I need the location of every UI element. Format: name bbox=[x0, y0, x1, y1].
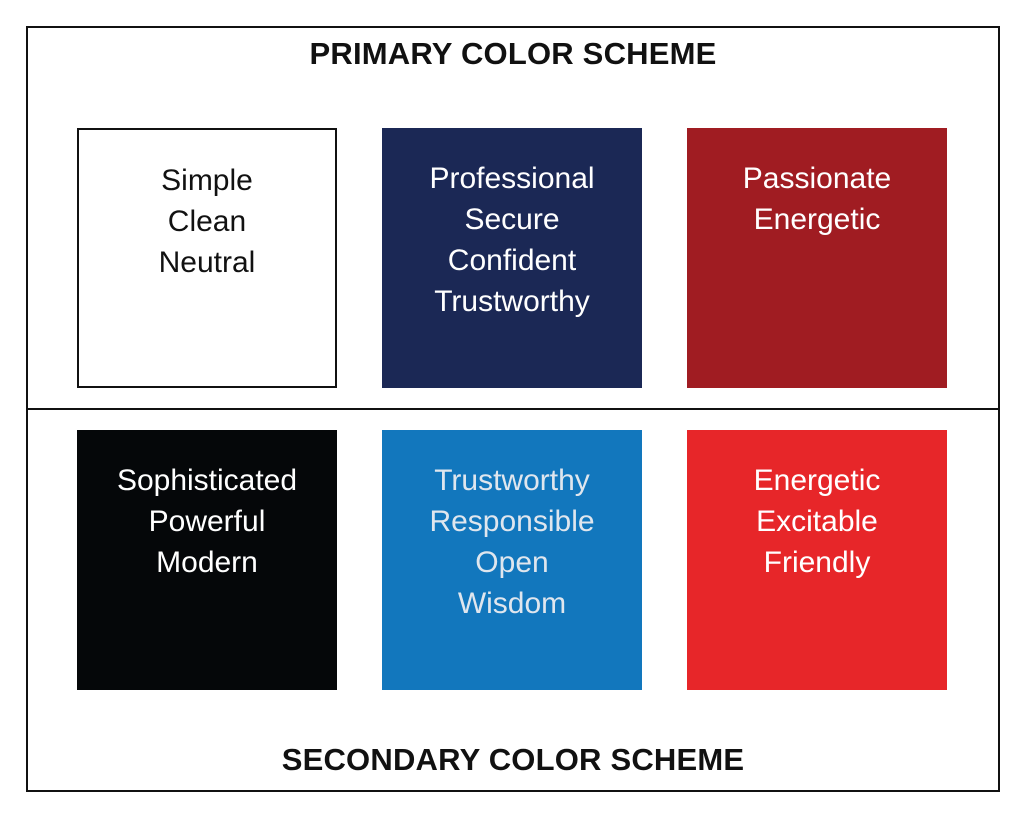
swatch-maroon: Passionate Energetic bbox=[687, 128, 947, 388]
primary-scheme-heading: PRIMARY COLOR SCHEME bbox=[309, 36, 717, 71]
swatch-blue: Trustworthy Responsible Open Wisdom bbox=[382, 430, 642, 690]
swatch-label: Energetic bbox=[753, 464, 881, 497]
swatch-label: Passionate bbox=[742, 162, 892, 195]
swatch-label: Secure bbox=[464, 203, 560, 236]
swatch-label: Simple bbox=[161, 164, 253, 197]
swatch-label: Neutral bbox=[158, 246, 256, 279]
swatch-label: Friendly bbox=[763, 546, 871, 579]
swatch-label: Trustworthy bbox=[434, 285, 590, 318]
swatch-label: Confident bbox=[447, 244, 577, 277]
secondary-scheme-heading: SECONDARY COLOR SCHEME bbox=[281, 742, 745, 777]
swatch-label: Professional bbox=[429, 162, 595, 195]
swatch-label: Open bbox=[475, 546, 549, 579]
swatch-navy: Professional Secure Confident Trustworth… bbox=[382, 128, 642, 388]
swatch-red: Energetic Excitable Friendly bbox=[687, 430, 947, 690]
swatch-label: Wisdom bbox=[457, 587, 567, 620]
swatch-white: Simple Clean Neutral bbox=[77, 128, 337, 388]
swatch-label: Energetic bbox=[753, 203, 881, 236]
swatch-label: Sophisticated bbox=[116, 464, 298, 497]
section-divider bbox=[26, 408, 1000, 410]
swatch-label: Modern bbox=[156, 546, 258, 579]
swatch-label: Responsible bbox=[429, 505, 595, 538]
swatch-label: Excitable bbox=[756, 505, 878, 538]
swatch-black: Sophisticated Powerful Modern bbox=[77, 430, 337, 690]
swatch-label: Trustworthy bbox=[434, 464, 590, 497]
swatch-label: Clean bbox=[167, 205, 247, 238]
swatch-label: Powerful bbox=[148, 505, 266, 538]
